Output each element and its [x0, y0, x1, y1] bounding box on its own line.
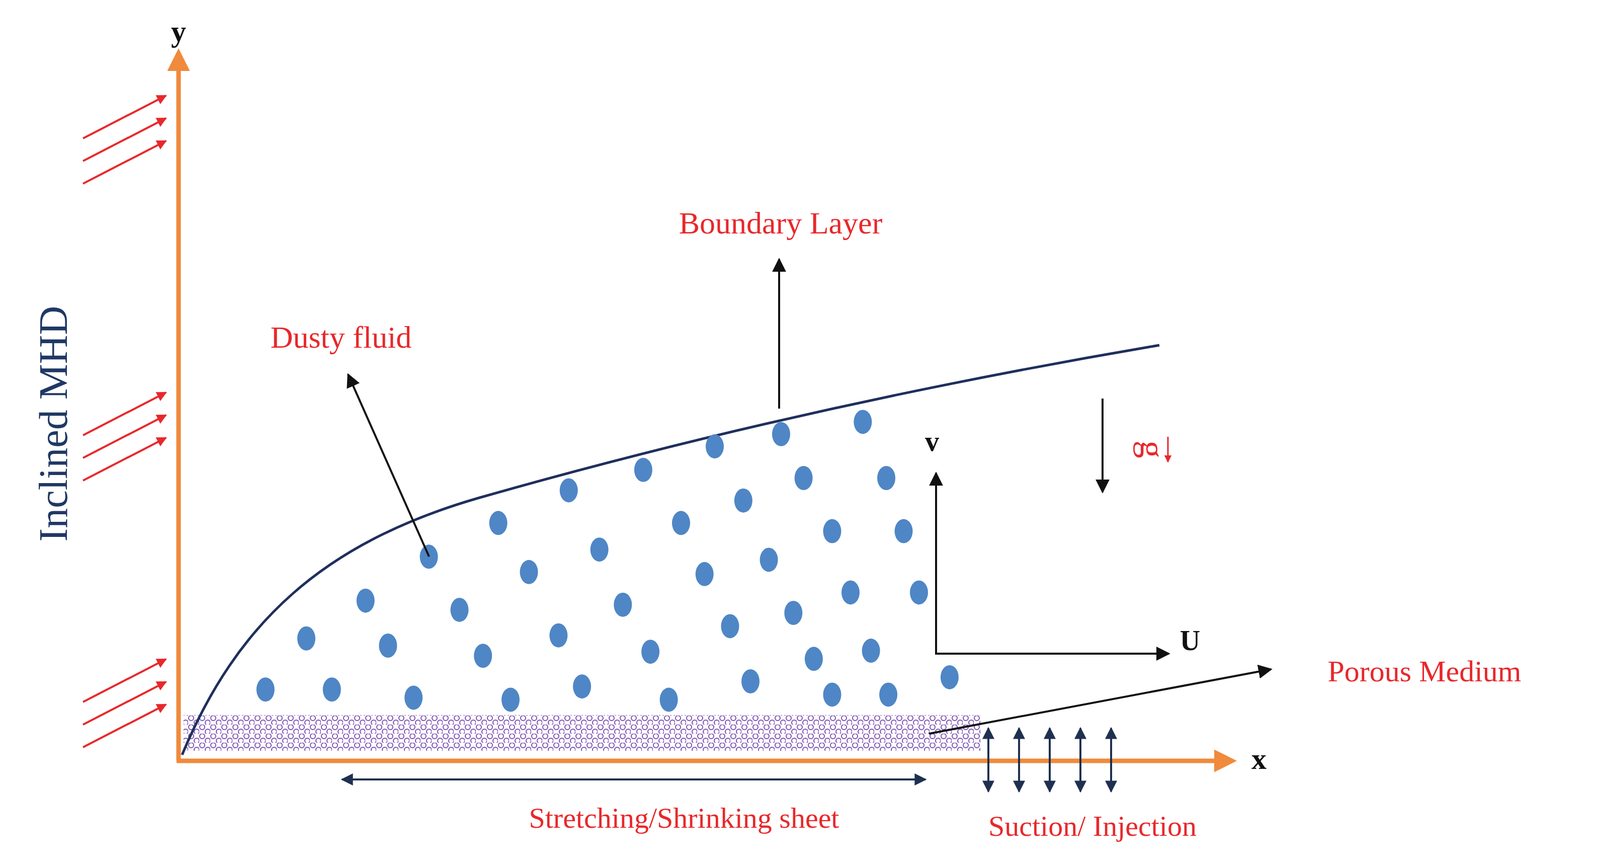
dust-particle — [894, 519, 913, 544]
v-axis — [935, 472, 938, 655]
axis-label: x — [1251, 743, 1267, 774]
mhd-arrows — [82, 95, 166, 747]
porous-strip — [183, 714, 981, 751]
u-axis — [935, 652, 1169, 655]
dust-particle — [877, 465, 896, 490]
dust-particle — [734, 488, 753, 513]
dust-particle — [641, 639, 660, 664]
dust-particle — [473, 643, 492, 668]
gravity-arrow — [1101, 398, 1104, 492]
dust-particle — [671, 510, 691, 535]
leader-line — [778, 259, 781, 409]
dust-particle — [804, 646, 823, 671]
dust-particle — [404, 685, 423, 710]
dust-particle — [356, 588, 375, 613]
suction-arrow — [1110, 727, 1113, 792]
suction-arrow — [987, 727, 990, 792]
x-axis — [176, 758, 1233, 764]
dust-particle — [378, 633, 397, 658]
dust-particle — [909, 579, 929, 605]
leader-line — [348, 374, 430, 557]
dust-particle — [256, 677, 275, 702]
field-arrow — [82, 414, 166, 458]
y-axis — [176, 52, 182, 761]
field-arrow — [82, 437, 166, 481]
dust-particle — [559, 477, 578, 502]
field-arrow — [82, 118, 166, 161]
dust-particle — [822, 519, 841, 544]
dust-particle — [659, 687, 679, 712]
dust-particle — [705, 434, 724, 459]
dust-particle — [450, 597, 469, 622]
suction-arrows — [988, 727, 1112, 792]
dust-particle — [841, 579, 860, 605]
axis-label: y — [171, 16, 187, 47]
dust-particle — [879, 682, 898, 707]
dust-particle — [501, 687, 520, 712]
field-arrow — [82, 140, 166, 184]
gravity-label: g — [1134, 440, 1170, 459]
boundary-layer-curve — [182, 345, 1160, 755]
dust-particle — [784, 600, 803, 625]
suction-arrow — [1079, 727, 1082, 792]
region-label: Dusty fluid — [270, 321, 412, 353]
dust-particle — [590, 537, 609, 562]
part-label: Stretching/Shrinking sheet — [529, 803, 840, 833]
field-arrow — [82, 658, 166, 702]
dust-particle — [760, 547, 779, 572]
field-arrow — [82, 681, 166, 725]
dust-particle — [297, 626, 316, 651]
dust-particle — [322, 677, 342, 702]
axis-label: v — [924, 427, 940, 456]
part-label: Suction/ Injection — [988, 811, 1197, 841]
dust-particle — [695, 561, 714, 586]
dust-particle — [572, 674, 592, 699]
field-arrow — [82, 95, 166, 139]
dust-particle — [822, 682, 841, 707]
leader-line — [929, 668, 1272, 734]
field-arrow — [82, 704, 166, 747]
dust-particle — [772, 422, 791, 447]
dust-particle — [741, 668, 760, 694]
dust-particle — [720, 613, 739, 638]
part-label: Porous Medium — [1327, 655, 1522, 687]
suction-arrow — [1018, 727, 1021, 792]
axis-label: U — [1180, 626, 1201, 655]
dust-particle — [549, 623, 568, 648]
dust-particle — [419, 544, 439, 569]
dust-particle — [520, 559, 539, 584]
dust-particle — [613, 592, 632, 617]
dust-particle — [489, 510, 508, 535]
stretching-arrow — [342, 778, 926, 781]
dust-particle — [862, 638, 881, 663]
field-label: Inclined MHD — [33, 305, 74, 542]
dust-particle — [940, 664, 959, 690]
dust-particle — [794, 465, 813, 490]
dust-particle — [853, 409, 872, 434]
dust-particles — [256, 409, 959, 712]
suction-arrow — [1048, 727, 1051, 792]
dust-particle — [634, 457, 653, 482]
field-arrow — [82, 392, 166, 436]
region-label: Boundary Layer — [679, 207, 883, 239]
